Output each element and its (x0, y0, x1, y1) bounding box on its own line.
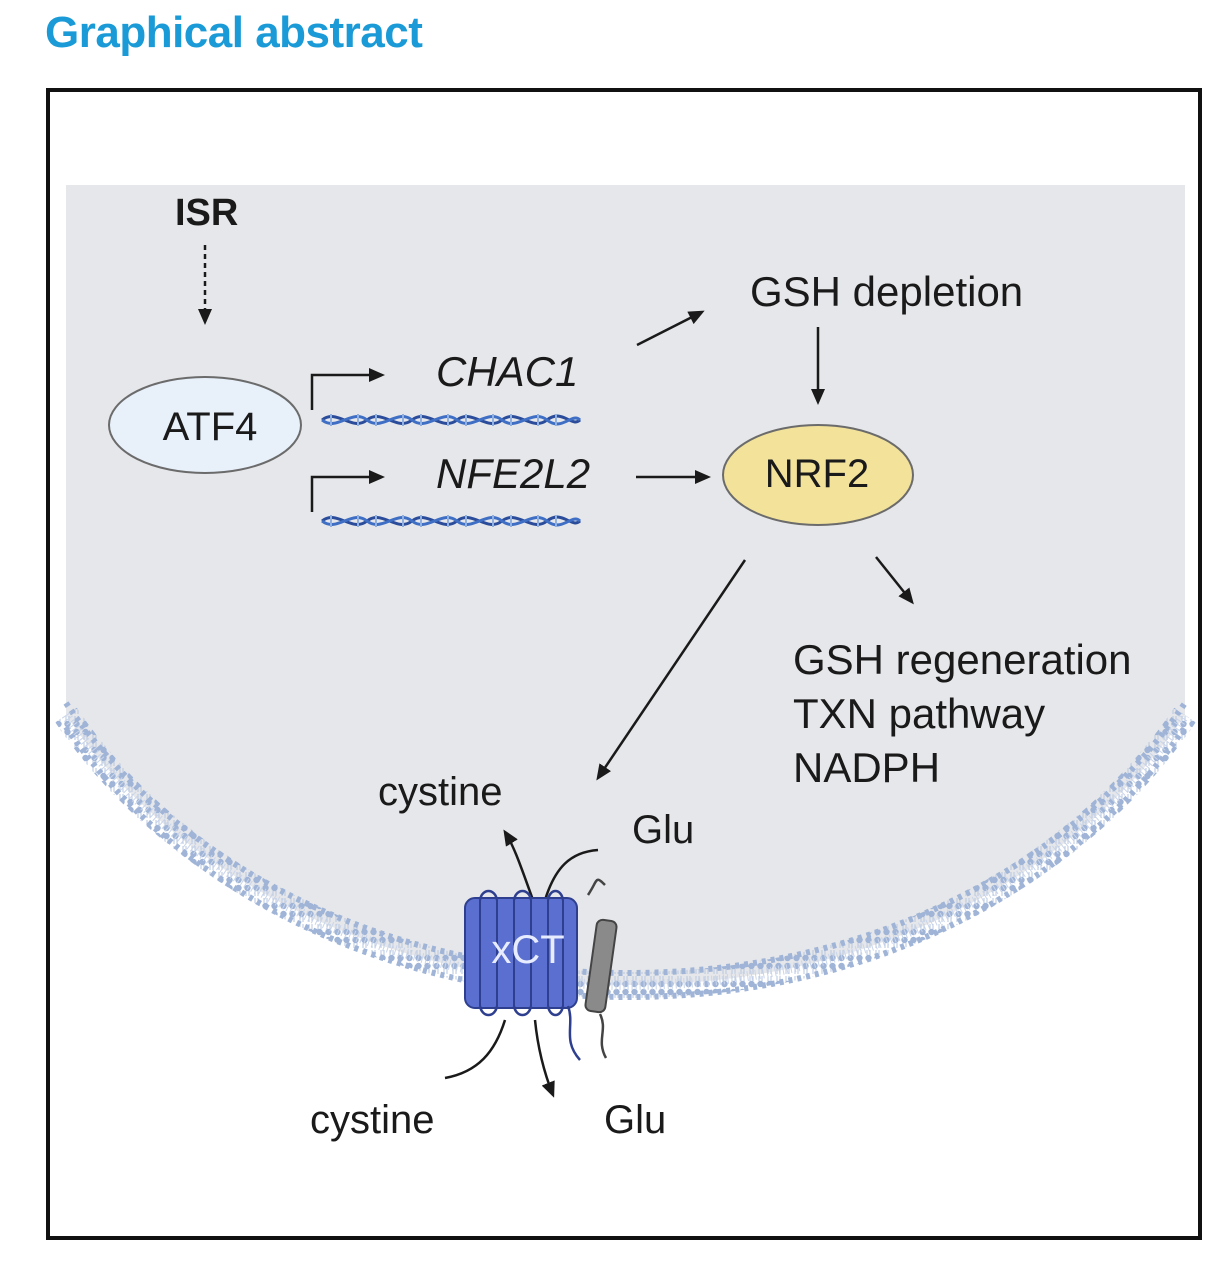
cell-cytoplasm (66, 185, 1185, 985)
output-gsh-regeneration: GSH regeneration (793, 636, 1132, 683)
nfe2l2-promoter-arrow (310, 470, 385, 512)
chac1-to-gsh-arrow (636, 310, 705, 347)
graphical-abstract-heading: Graphical abstract (45, 8, 423, 57)
chac1-gene-label: CHAC1 (436, 348, 579, 395)
nrf2-node (722, 424, 914, 526)
nfe2l2-dna-icon (321, 515, 582, 527)
nrf2-to-xct-arrow (596, 559, 747, 781)
gsh-depletion-label: GSH depletion (750, 268, 1024, 315)
atf4-label: ATF4 (162, 405, 258, 449)
chac1-promoter-arrow (310, 368, 385, 410)
chac1-dna-icon (321, 414, 582, 426)
glu-out-arrow (533, 1019, 555, 1098)
cystine-extracellular-label: cystine (310, 1098, 435, 1142)
nrf2-label: NRF2 (764, 452, 870, 496)
cystine-intracellular-label: cystine (378, 770, 503, 814)
xct-label: xCT (491, 928, 565, 972)
nfe2l2-gene-label: NFE2L2 (436, 450, 591, 497)
cystine-in-arrow (503, 829, 535, 901)
output-nadph: NADPH (793, 744, 941, 791)
xct-transporter-icon (464, 878, 618, 1061)
isr-label: ISR (175, 192, 239, 234)
output-txn-pathway: TXN pathway (793, 690, 1046, 737)
glu-intracellular-label: Glu (632, 808, 695, 852)
glu-in-curve (543, 848, 599, 901)
glu-extracellular-label: Glu (604, 1098, 667, 1142)
nrf2-to-outputs-arrow (875, 556, 914, 605)
cystine-out-curve (444, 1019, 507, 1080)
atf4-node (108, 376, 302, 474)
